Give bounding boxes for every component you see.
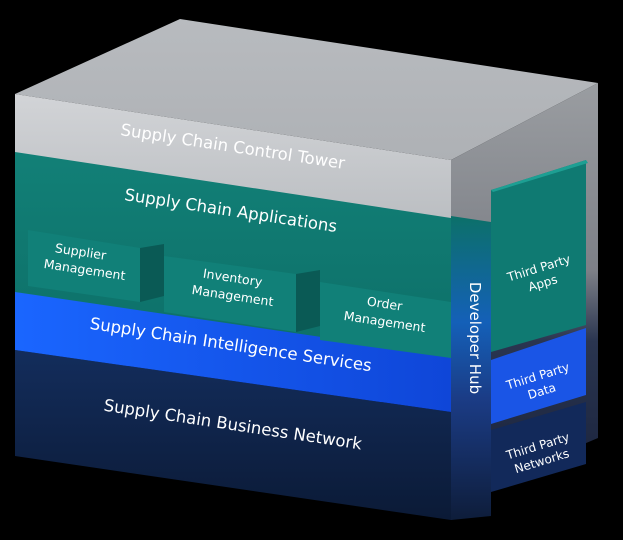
- third-party-networks-front: [491, 402, 586, 492]
- order-block-front: [320, 282, 451, 358]
- third-party-apps-front: [491, 160, 586, 352]
- third-party-apps-edge: [491, 160, 588, 192]
- developer-hub-label: Developer Hub: [466, 282, 484, 394]
- order-line1: Order: [366, 293, 404, 313]
- inventory-block-side: [296, 270, 320, 332]
- intelligence-services-front: [15, 290, 451, 412]
- control-tower-front: [15, 94, 451, 232]
- inventory-block-front: [164, 256, 296, 332]
- developer-hub-column: [451, 216, 491, 520]
- control-tower-top-face: [15, 19, 598, 160]
- supplier-block-front: [28, 230, 140, 302]
- third-party-data-front: [491, 328, 586, 424]
- supplier-block-side: [140, 244, 164, 302]
- business-network-front: [15, 350, 451, 520]
